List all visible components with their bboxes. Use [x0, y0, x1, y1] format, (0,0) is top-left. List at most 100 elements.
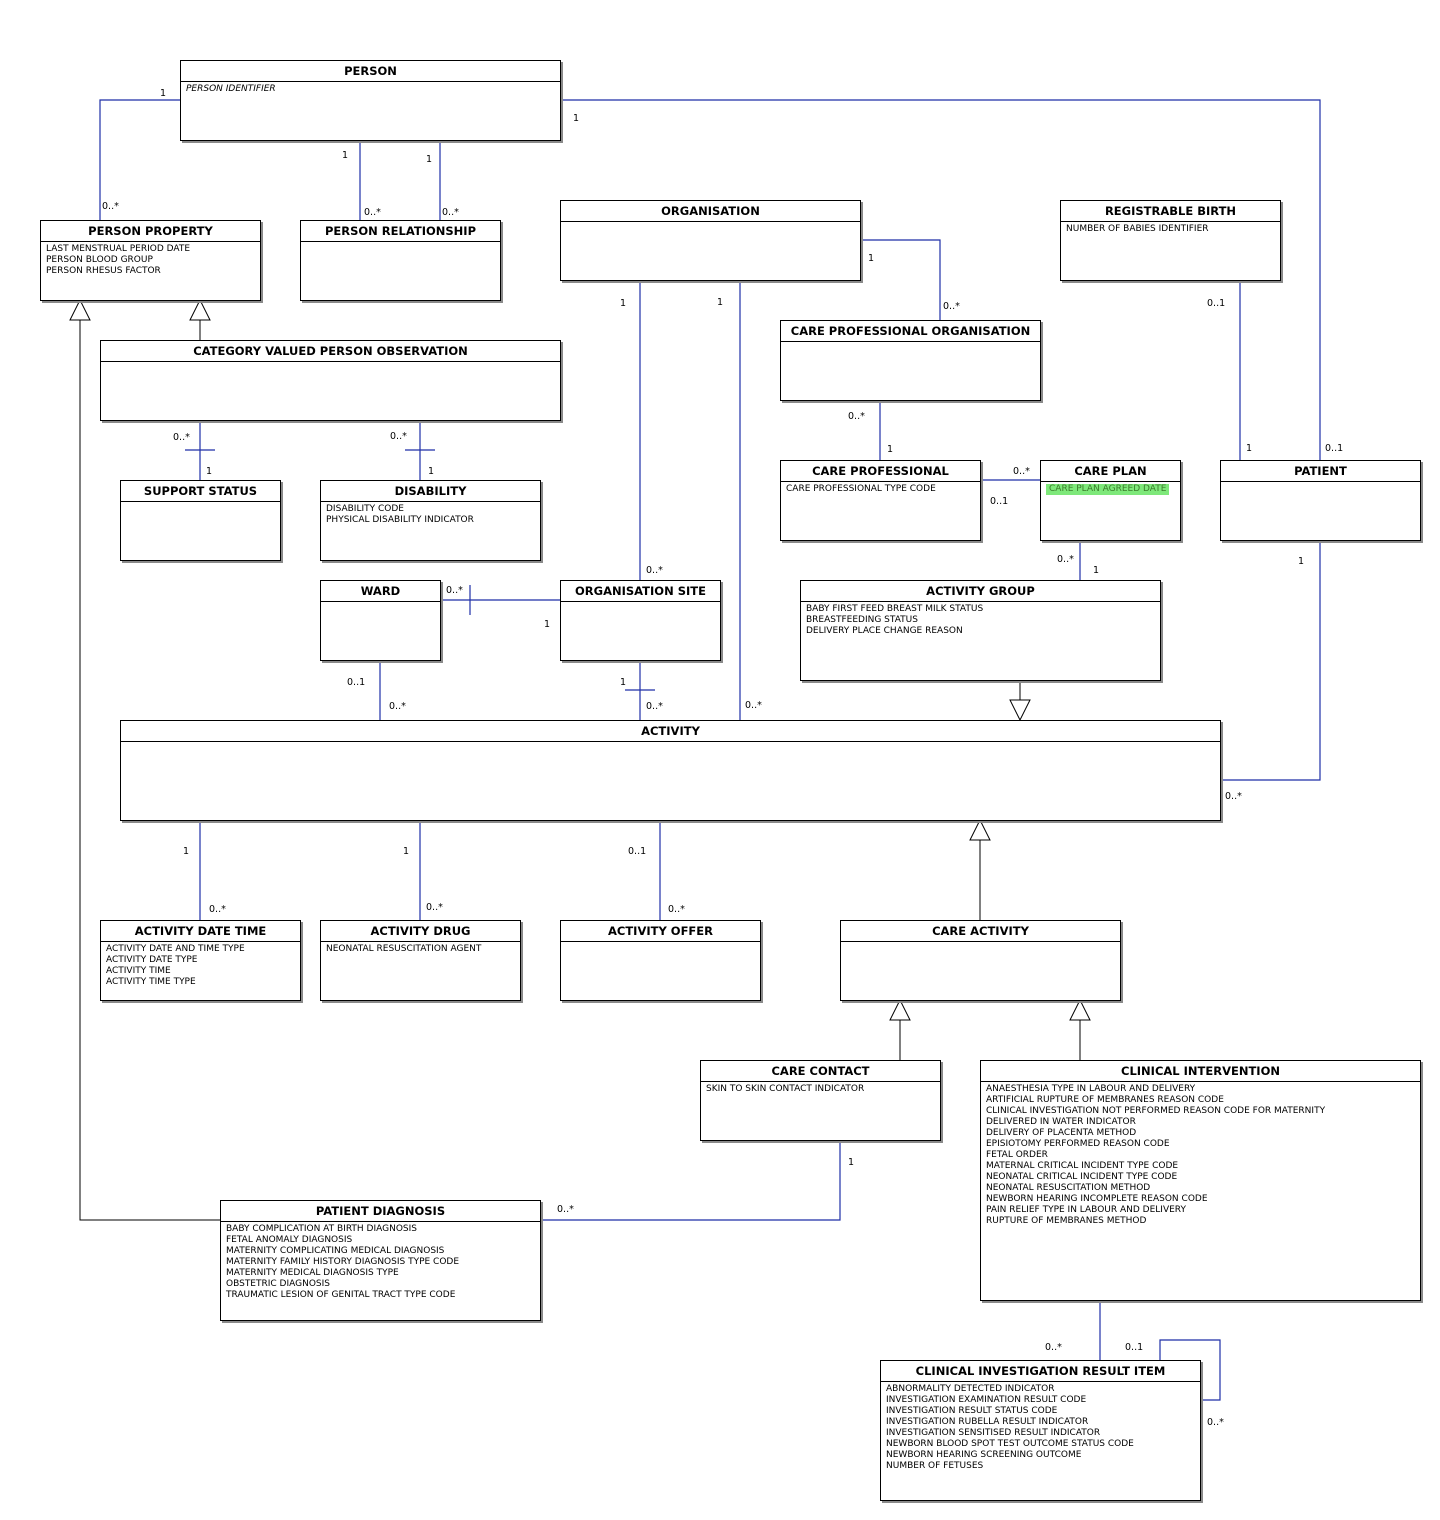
mult-label: 1: [206, 466, 213, 477]
entity-title: REGISTRABLE BIRTH: [1061, 201, 1280, 222]
attribute-item: ACTIVITY TIME TYPE: [106, 977, 196, 987]
entity-title: CARE PROFESSIONAL ORGANISATION: [781, 321, 1040, 342]
attribute-item: ACTIVITY TIME: [106, 966, 171, 976]
mult-label: 1: [183, 846, 190, 857]
entity-person-relationship[interactable]: PERSON RELATIONSHIP: [300, 220, 501, 301]
attribute-item: TRAUMATIC LESION OF GENITAL TRACT TYPE C…: [226, 1290, 456, 1300]
gen-arrow-person-property-left: [69, 298, 91, 321]
entity-organisation[interactable]: ORGANISATION: [560, 200, 861, 281]
entity-organisation-site[interactable]: ORGANISATION SITE: [560, 580, 721, 661]
entity-title: ACTIVITY DATE TIME: [101, 921, 300, 942]
attribute-item: ARTIFICIAL RUPTURE OF MEMBRANES REASON C…: [986, 1095, 1224, 1105]
mult-label: 1: [868, 253, 875, 264]
attribute-item: NEWBORN HEARING SCREENING OUTCOME: [886, 1450, 1082, 1460]
link-person-person-property: [99, 99, 180, 220]
entity-attributes: PERSON IDENTIFIER: [181, 82, 560, 95]
attribute-item: INVESTIGATION RUBELLA RESULT INDICATOR: [886, 1417, 1089, 1427]
entity-title: ACTIVITY OFFER: [561, 921, 760, 942]
entity-patient[interactable]: PATIENT: [1220, 460, 1421, 541]
entity-ward[interactable]: WARD: [320, 580, 441, 661]
entity-attributes: [841, 942, 1120, 944]
entity-title: PERSON RELATIONSHIP: [301, 221, 500, 242]
entity-attributes: [101, 362, 560, 364]
entity-title: CATEGORY VALUED PERSON OBSERVATION: [101, 341, 560, 362]
entity-title: WARD: [321, 581, 440, 602]
entity-care-professional-organisation[interactable]: CARE PROFESSIONAL ORGANISATION: [780, 320, 1041, 401]
mult-label: 1: [342, 150, 349, 161]
entity-title: ACTIVITY GROUP: [801, 581, 1160, 602]
attribute-item: PERSON BLOOD GROUP: [46, 255, 153, 265]
mult-label: 1: [544, 619, 551, 630]
attribute-item: PERSON RHESUS FACTOR: [46, 266, 161, 276]
entity-attributes: [321, 602, 440, 604]
entity-attributes: [561, 942, 760, 944]
entity-attributes: NUMBER OF BABIES IDENTIFIER: [1061, 222, 1280, 235]
link-patient-activity: [1220, 540, 1321, 781]
entity-attributes: [121, 502, 280, 504]
mult-label: 1: [620, 298, 627, 309]
entity-title: CARE PROFESSIONAL: [781, 461, 980, 482]
mult-label: 0..*: [426, 902, 443, 913]
entity-activity-group[interactable]: ACTIVITY GROUP BABY FIRST FEED BREAST MI…: [800, 580, 1161, 681]
attribute-item: CLINICAL INVESTIGATION NOT PERFORMED REA…: [986, 1106, 1326, 1116]
entity-category-valued-person-observation[interactable]: CATEGORY VALUED PERSON OBSERVATION: [100, 340, 561, 421]
entity-title: PATIENT: [1221, 461, 1420, 482]
mult-label: 0..*: [1057, 554, 1074, 565]
entity-clinical-intervention[interactable]: CLINICAL INTERVENTION ANAESTHESIA TYPE I…: [980, 1060, 1421, 1301]
entity-care-plan[interactable]: CARE PLAN CARE PLAN AGREED DATE: [1040, 460, 1181, 541]
entity-clinical-investigation-result-item[interactable]: CLINICAL INVESTIGATION RESULT ITEM ABNOR…: [880, 1360, 1201, 1501]
entity-care-activity[interactable]: CARE ACTIVITY: [840, 920, 1121, 1001]
link-org-cpo: [860, 239, 941, 320]
attribute-item: MATERNITY MEDICAL DIAGNOSIS TYPE: [226, 1268, 399, 1278]
entity-title: PATIENT DIAGNOSIS: [221, 1201, 540, 1222]
entity-care-contact[interactable]: CARE CONTACT SKIN TO SKIN CONTACT INDICA…: [700, 1060, 941, 1141]
mult-label: 0..*: [209, 904, 226, 915]
attribute-item: MATERNITY COMPLICATING MEDICAL DIAGNOSIS: [226, 1246, 445, 1256]
mult-label: 0..1: [347, 677, 366, 688]
entity-title: ACTIVITY: [121, 721, 1220, 742]
attribute-item: NUMBER OF BABIES IDENTIFIER: [1066, 224, 1209, 234]
attribute-item: RUPTURE OF MEMBRANES METHOD: [986, 1216, 1147, 1226]
entity-activity-drug[interactable]: ACTIVITY DRUG NEONATAL RESUSCITATION AGE…: [320, 920, 521, 1001]
entity-patient-diagnosis[interactable]: PATIENT DIAGNOSIS BABY COMPLICATION AT B…: [220, 1200, 541, 1321]
entity-activity[interactable]: ACTIVITY: [120, 720, 1221, 821]
mult-label: 0..1: [990, 496, 1009, 507]
mult-label: 0..*: [446, 585, 463, 596]
attribute-item: EPISIOTOMY PERFORMED REASON CODE: [986, 1139, 1170, 1149]
mult-label: 0..*: [390, 431, 407, 442]
mult-label: 0..1: [628, 846, 647, 857]
mult-label: 1: [1298, 556, 1305, 567]
entity-activity-date-time[interactable]: ACTIVITY DATE TIME ACTIVITY DATE AND TIM…: [100, 920, 301, 1001]
mult-label: 1: [620, 677, 627, 688]
entity-support-status[interactable]: SUPPORT STATUS: [120, 480, 281, 561]
entity-activity-offer[interactable]: ACTIVITY OFFER: [560, 920, 761, 1001]
entity-person-property[interactable]: PERSON PROPERTY LAST MENSTRUAL PERIOD DA…: [40, 220, 261, 301]
attribute-item: LAST MENSTRUAL PERIOD DATE: [46, 244, 191, 254]
entity-person[interactable]: PERSON PERSON IDENTIFIER: [180, 60, 561, 141]
entity-attributes: SKIN TO SKIN CONTACT INDICATOR: [701, 1082, 940, 1095]
mult-label: 0..1: [1125, 1342, 1144, 1353]
entity-title: DISABILITY: [321, 481, 540, 502]
mult-label: 1: [160, 88, 167, 99]
attribute-item: NEWBORN BLOOD SPOT TEST OUTCOME STATUS C…: [886, 1439, 1134, 1449]
entity-title: ACTIVITY DRUG: [321, 921, 520, 942]
mult-label: 0..*: [745, 700, 762, 711]
entity-title: PERSON PROPERTY: [41, 221, 260, 242]
attribute-item: MATERNITY FAMILY HISTORY DIAGNOSIS TYPE …: [226, 1257, 460, 1267]
entity-care-professional[interactable]: CARE PROFESSIONAL CARE PROFESSIONAL TYPE…: [780, 460, 981, 541]
entity-registrable-birth[interactable]: REGISTRABLE BIRTH NUMBER OF BABIES IDENT…: [1060, 200, 1281, 281]
entity-title: CARE CONTACT: [701, 1061, 940, 1082]
mult-label: 1: [848, 1157, 855, 1168]
mult-label: 0..*: [389, 701, 406, 712]
attribute-item: FETAL ANOMALY DIAGNOSIS: [226, 1235, 353, 1245]
entity-title: CARE ACTIVITY: [841, 921, 1120, 942]
mult-label: 1: [717, 297, 724, 308]
gen-arrow-care-activity-left: [889, 998, 911, 1021]
gen-diagnosis-person-property: [79, 320, 220, 1221]
